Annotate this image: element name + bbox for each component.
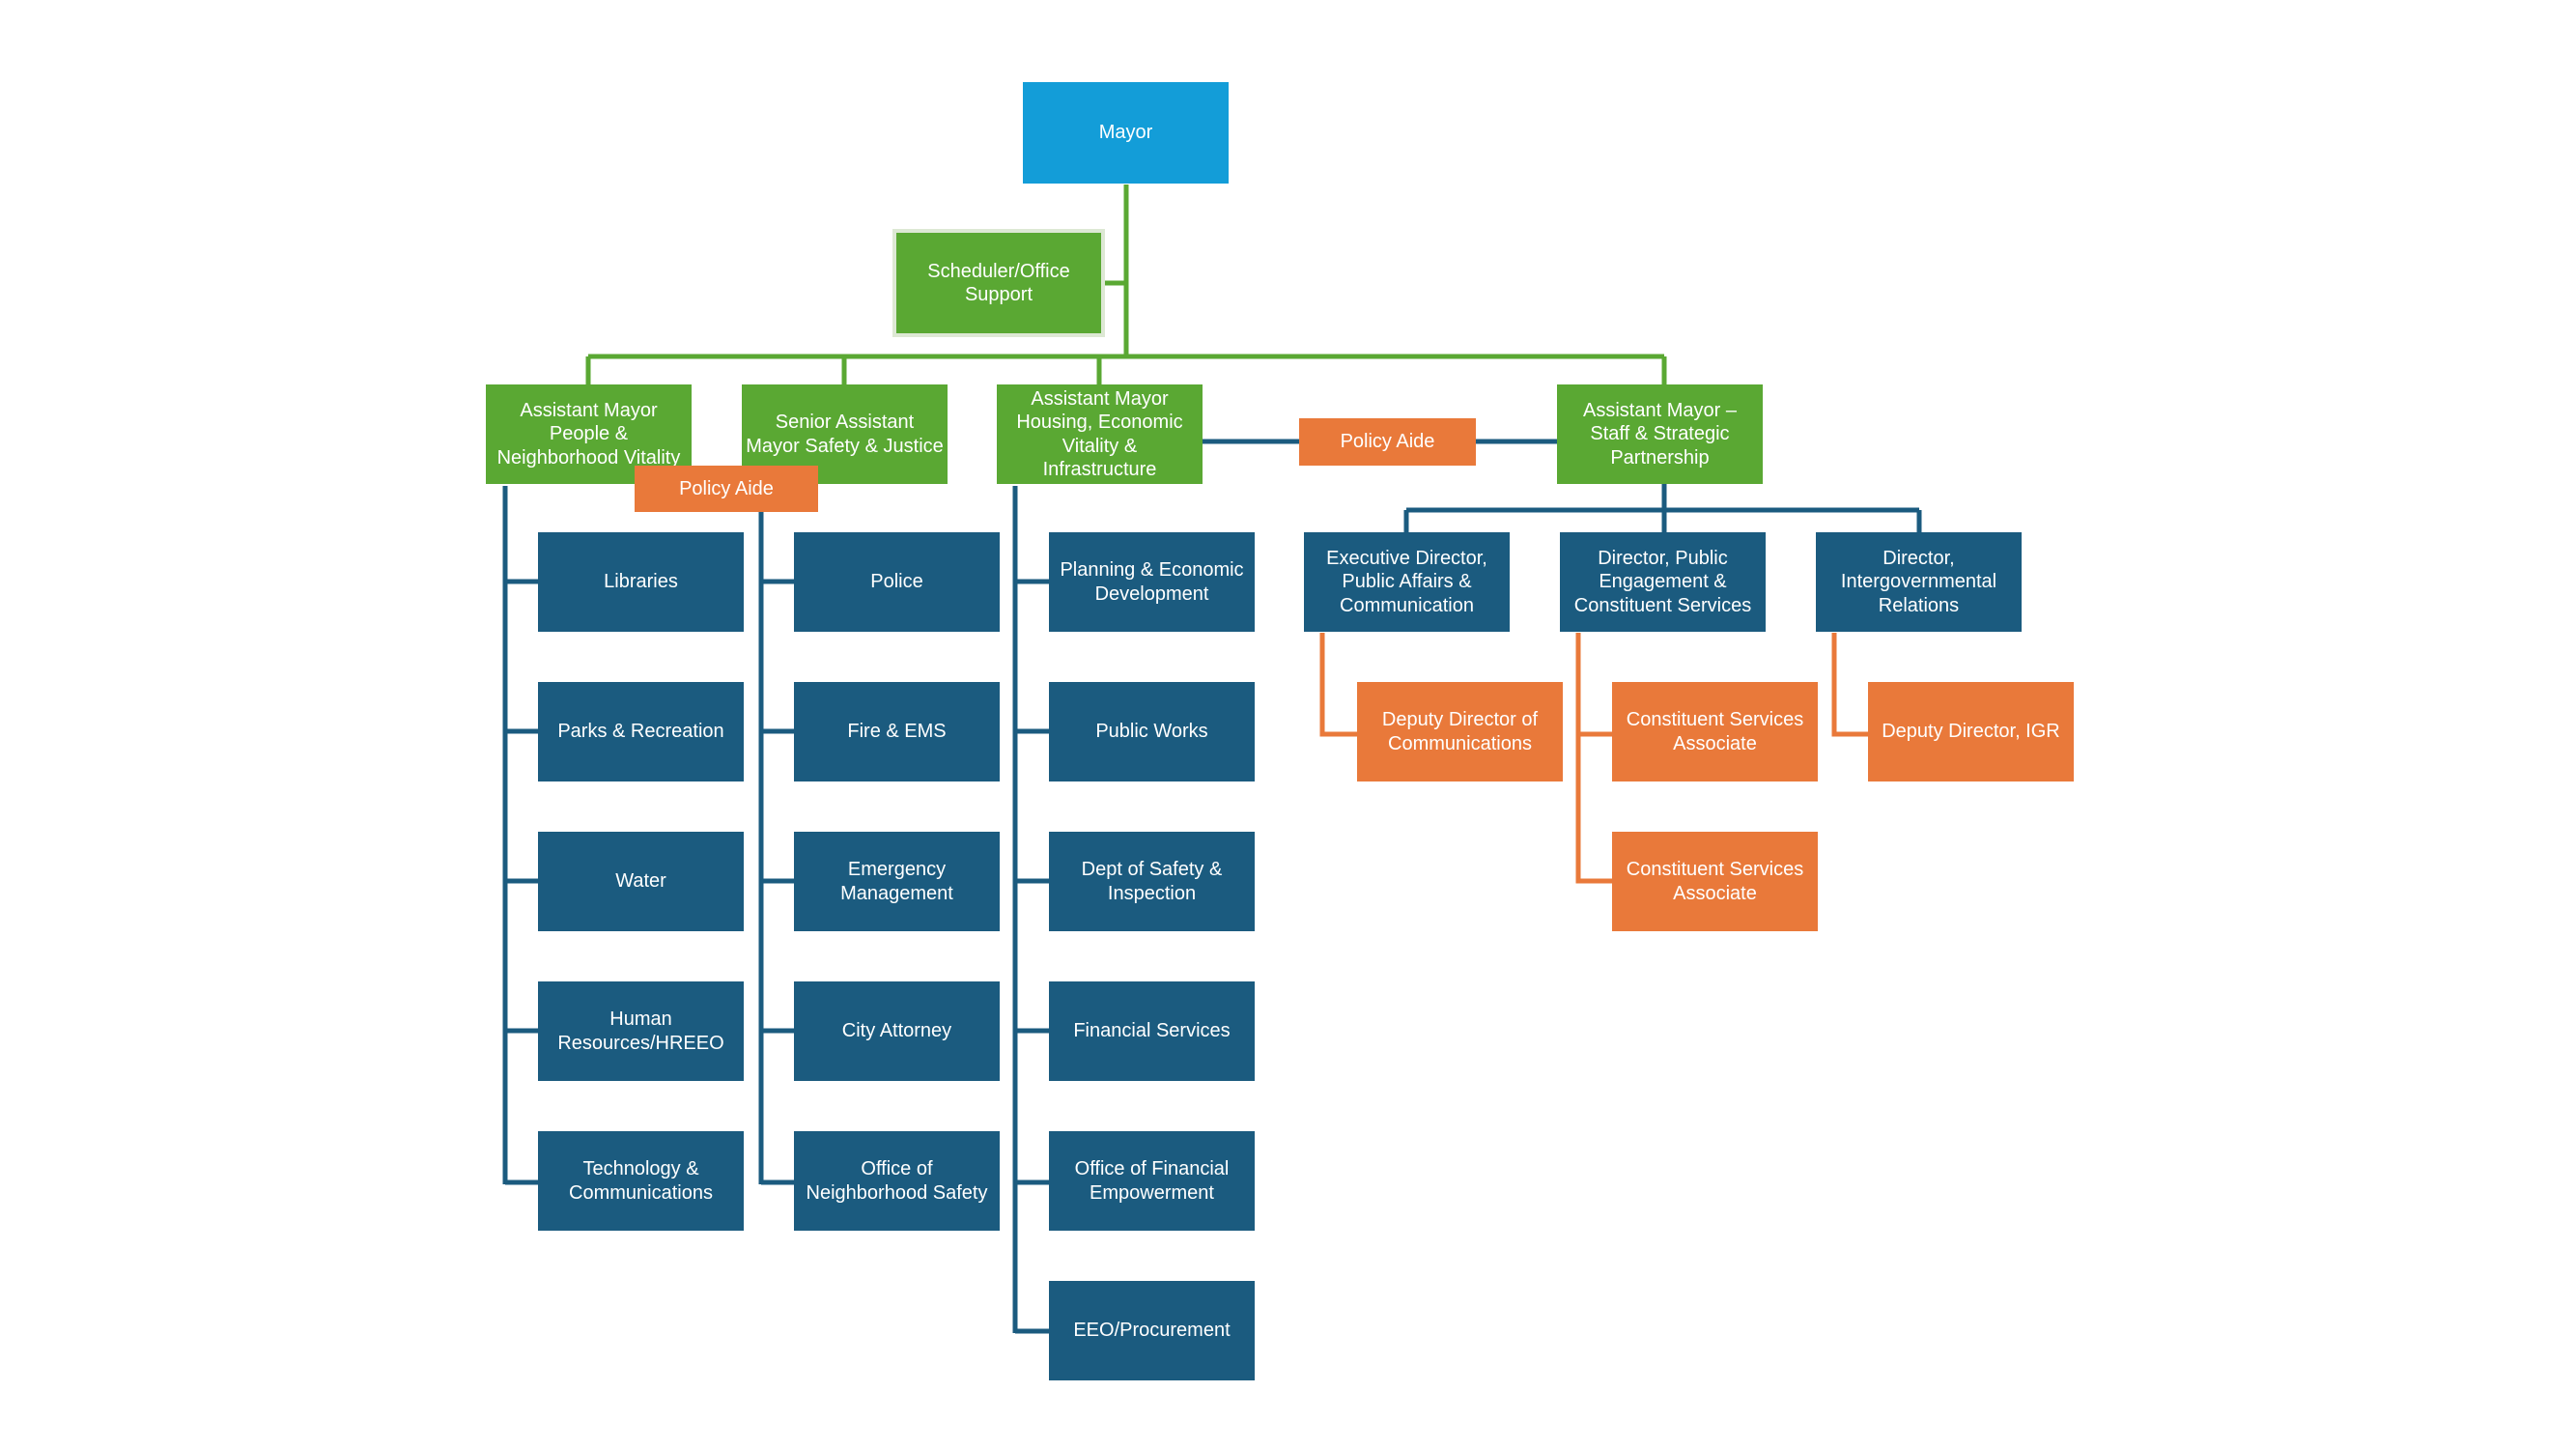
planning-economic-development-box: Planning & Economic Development <box>1049 532 1255 632</box>
human-resources-box: Human Resources/HREEO <box>538 981 744 1081</box>
technology-communications-box: Technology & Communications <box>538 1131 744 1231</box>
deputy-director-igr-box: Deputy Director, IGR <box>1868 682 2074 781</box>
assistant-mayor-safety-box: Senior Assistant Mayor Safety & Justice <box>742 384 948 484</box>
deputy-director-communications-box: Deputy Director of Communications <box>1357 682 1563 781</box>
policy-aide-right-box: Policy Aide <box>1299 418 1476 466</box>
city-attorney-box: City Attorney <box>794 981 1000 1081</box>
assistant-mayor-housing-box: Assistant Mayor Housing, Economic Vitali… <box>997 384 1203 484</box>
public-works-box: Public Works <box>1049 682 1255 781</box>
scheduler-office-support-box: Scheduler/Office Support <box>892 229 1105 337</box>
constituent-services-associate-box: Constituent Services Associate <box>1612 832 1818 931</box>
assistant-mayor-people-box: Assistant Mayor People & Neighborhood Vi… <box>486 384 692 484</box>
office-neighborhood-safety-box: Office of Neighborhood Safety <box>794 1131 1000 1231</box>
staff-connectors <box>1319 633 1868 884</box>
policy-aide-left-box: Policy Aide <box>635 466 818 512</box>
leadership-connectors <box>585 185 1667 384</box>
public-affairs-director-box: Executive Director, Public Affairs & Com… <box>1304 532 1510 632</box>
parks-recreation-box: Parks & Recreation <box>538 682 744 781</box>
assistant-mayor-staff-box: Assistant Mayor – Staff & Strategic Part… <box>1557 384 1763 484</box>
mayor-box: Mayor <box>1023 82 1229 184</box>
constituent-services-associate-box: Constituent Services Associate <box>1612 682 1818 781</box>
intergovernmental-director-box: Director, Intergovernmental Relations <box>1816 532 2022 632</box>
financial-services-box: Financial Services <box>1049 981 1255 1081</box>
fire-ems-box: Fire & EMS <box>794 682 1000 781</box>
department-connectors <box>502 439 1922 1334</box>
libraries-box: Libraries <box>538 532 744 632</box>
police-box: Police <box>794 532 1000 632</box>
emergency-management-box: Emergency Management <box>794 832 1000 931</box>
water-box: Water <box>538 832 744 931</box>
eeo-procurement-box: EEO/Procurement <box>1049 1281 1255 1380</box>
public-engagement-director-box: Director, Public Engagement & Constituen… <box>1560 532 1766 632</box>
safety-inspection-box: Dept of Safety & Inspection <box>1049 832 1255 931</box>
financial-empowerment-box: Office of Financial Empowerment <box>1049 1131 1255 1231</box>
